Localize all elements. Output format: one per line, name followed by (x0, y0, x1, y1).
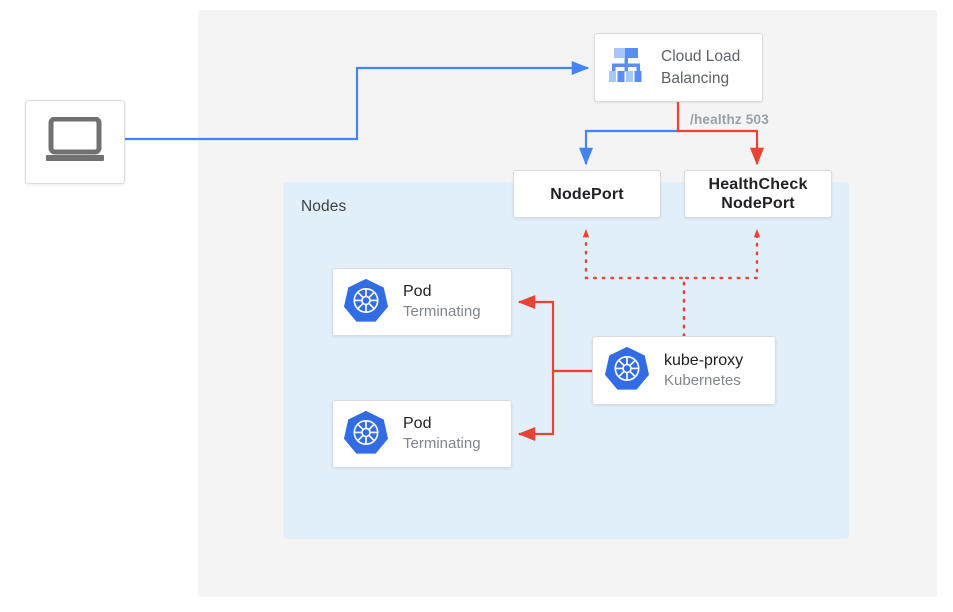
nodeport-card: NodePort (513, 170, 661, 218)
nodes-region-label: Nodes (301, 198, 347, 215)
client-card (25, 100, 125, 184)
kubernetes-icon (343, 277, 389, 328)
pod-card-2: Pod Terminating (332, 400, 512, 468)
kubernetes-icon (604, 345, 650, 396)
healthz-edge-label: /healthz 503 (690, 112, 769, 127)
pod-title-1: Pod (403, 283, 432, 300)
kube-proxy-card: kube-proxy Kubernetes (592, 336, 776, 405)
cloud-load-balancing-label: Cloud Load Balancing (661, 47, 741, 87)
pod-title-2: Pod (403, 415, 432, 432)
laptop-icon (44, 116, 106, 168)
pod-card-1: Pod Terminating (332, 268, 512, 336)
cloud-load-balancing-icon (604, 45, 648, 90)
healthcheck-nodeport-label: HealthCheck NodePort (708, 176, 808, 212)
kube-proxy-subtitle: Kubernetes (664, 371, 741, 389)
pod-subtitle-2: Terminating (403, 435, 481, 452)
cloud-load-balancing-card: Cloud Load Balancing (594, 33, 763, 102)
kubernetes-icon (343, 409, 389, 460)
pod-subtitle-1: Terminating (403, 303, 481, 320)
kube-proxy-title: kube-proxy (664, 351, 744, 369)
nodeport-label: NodePort (550, 185, 624, 203)
healthcheck-nodeport-card: HealthCheck NodePort (684, 170, 832, 218)
